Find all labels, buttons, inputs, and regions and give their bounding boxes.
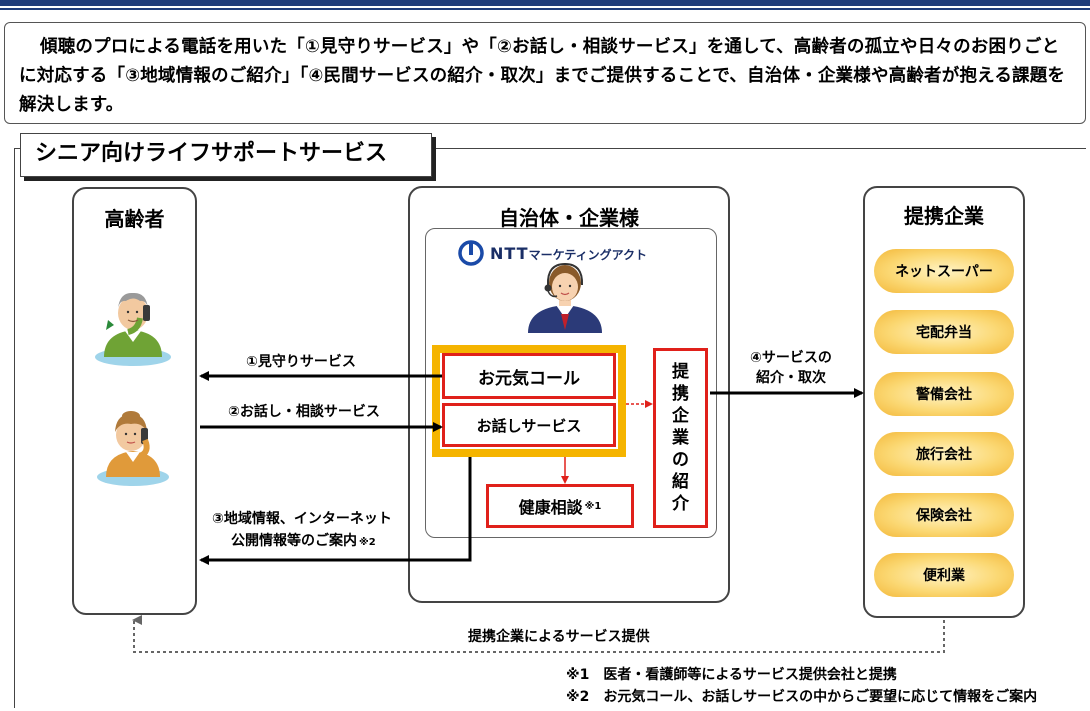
chiiki-info-text: 公開情報等のご案内 [231, 533, 357, 549]
chiiki-note-mark: ※2 [359, 537, 376, 548]
chiiki-info-label-line2: 公開情報等のご案内※2 [231, 530, 376, 550]
service-intro-label-line1: ④サービスの [750, 347, 832, 367]
footnote-1: ※1 医者・看護師等によるサービス提供会社と提携 [566, 664, 897, 684]
service-intro-label-line2: 紹介・取次 [756, 367, 826, 387]
chiiki-info-label-line1: ③地域情報、インターネット [212, 508, 392, 528]
ohanashi-soudan-label: ②お話し・相談サービス [228, 401, 380, 421]
mimamori-label: ①見守りサービス [246, 351, 356, 371]
partner-service-label: 提携企業によるサービス提供 [468, 626, 650, 646]
footnote-2: ※2 お元気コール、お話しサービスの中からご要望に応じて情報をご案内 [566, 686, 1037, 706]
